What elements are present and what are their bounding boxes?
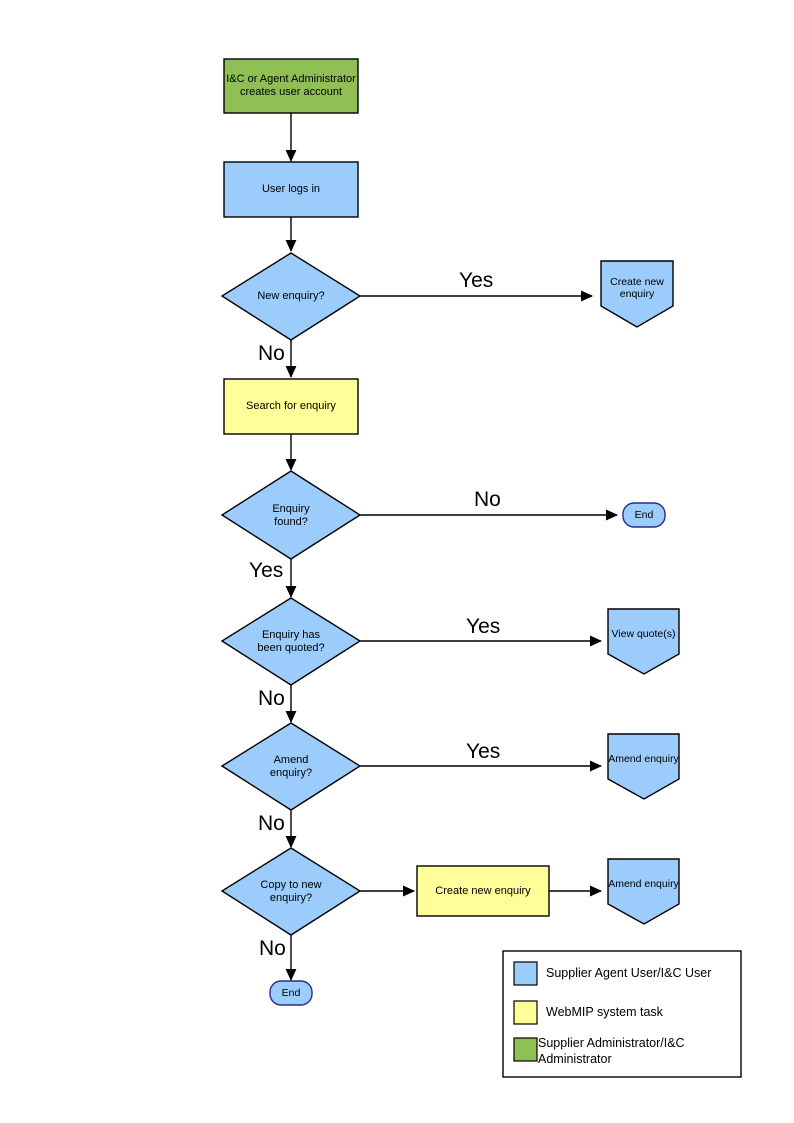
node-user-logs-in[interactable] — [223, 161, 359, 218]
legend-item-label-admin: Supplier Administrator/I&C Administrator — [538, 1036, 685, 1066]
node-create-new-enquiry-top[interactable] — [600, 260, 674, 328]
legend-swatch-system — [513, 1000, 538, 1025]
node-end-found[interactable] — [622, 502, 666, 528]
edge-label-quoted-no: No — [258, 687, 285, 710]
node-enquiry-found-decision[interactable] — [220, 470, 362, 560]
edge-label-new-enquiry-no: No — [258, 342, 285, 365]
node-copy-to-new-decision[interactable] — [220, 847, 362, 936]
edge-label-enquiry-found-no: No — [474, 488, 501, 511]
node-admin-creates-account[interactable] — [223, 58, 359, 114]
node-amend-enquiry-bottom[interactable] — [607, 858, 680, 925]
node-view-quotes[interactable] — [607, 608, 680, 675]
legend-item-label-system: WebMIP system task — [546, 1005, 663, 1019]
legend-swatch-admin — [513, 1037, 538, 1062]
edge-label-amend-yes: Yes — [466, 740, 501, 763]
node-enquiry-quoted-decision[interactable] — [220, 597, 362, 686]
connectors — [285, 113, 619, 982]
node-create-new-enquiry-bottom[interactable] — [416, 865, 550, 917]
node-end-final[interactable] — [269, 980, 313, 1006]
node-amend-enquiry-mid[interactable] — [607, 733, 680, 800]
edge-label-quoted-yes: Yes — [466, 615, 501, 638]
legend-box — [502, 950, 742, 1078]
node-new-enquiry-decision[interactable] — [220, 252, 362, 341]
node-amend-enquiry-decision[interactable] — [220, 722, 362, 811]
node-search-for-enquiry[interactable] — [223, 378, 359, 435]
edge-label-copy-no: No — [259, 937, 286, 960]
legend-item-label-user: Supplier Agent User/I&C User — [546, 966, 712, 980]
edge-label-enquiry-found-yes: Yes — [249, 559, 284, 582]
legend-swatch-user — [513, 961, 538, 986]
edge-label-amend-no: No — [258, 812, 285, 835]
edge-label-new-enquiry-yes: Yes — [459, 269, 494, 292]
